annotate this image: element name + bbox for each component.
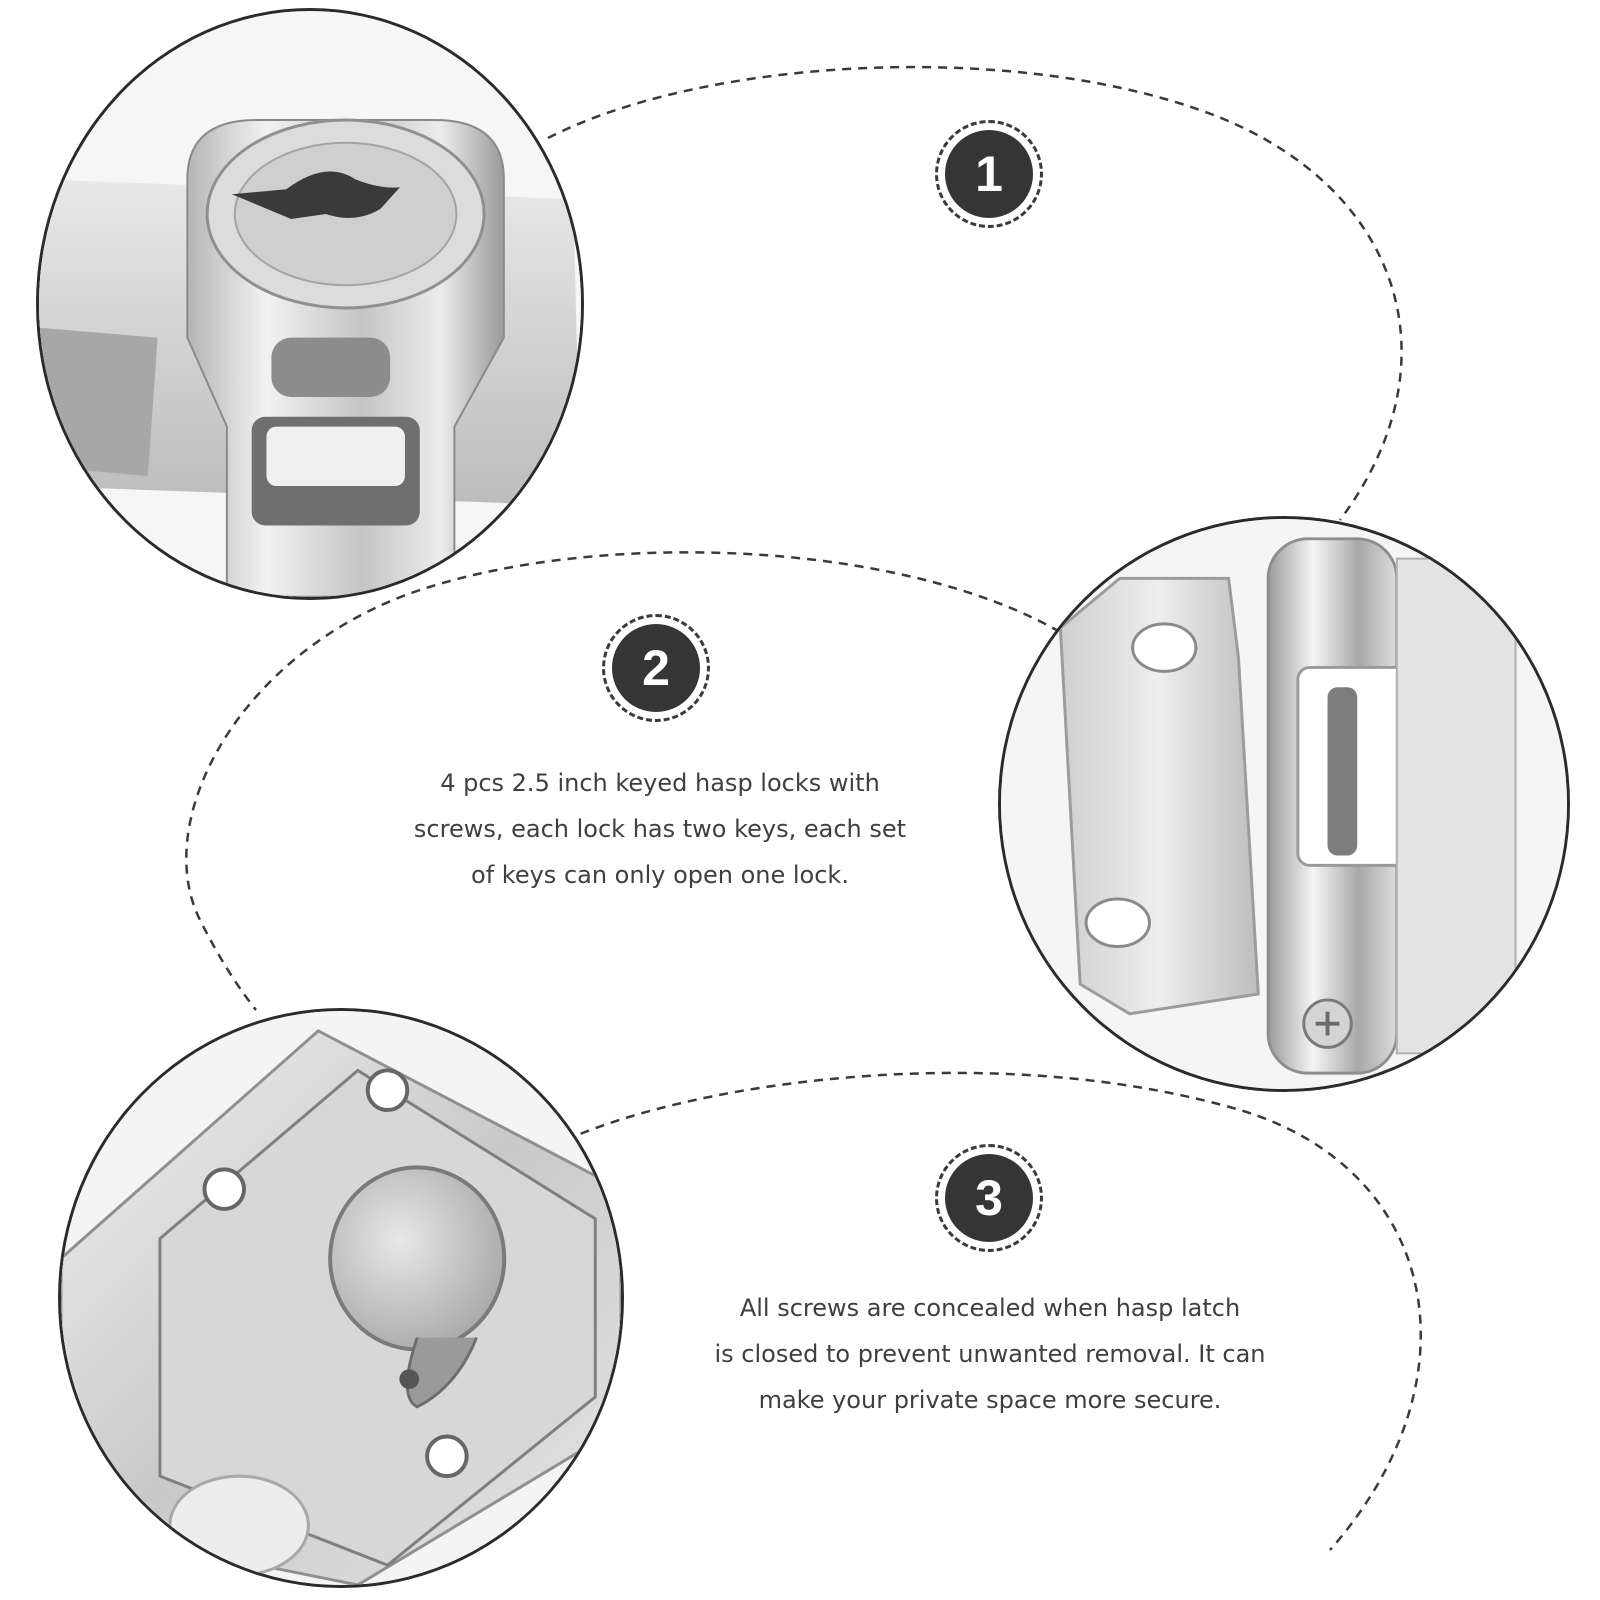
feature-2-line-2: screws, each lock has two keys, each set: [413, 815, 907, 843]
step-badge-2: 2: [602, 614, 710, 722]
feature-3-line-2: is closed to prevent unwanted removal. I…: [714, 1340, 1266, 1368]
photo-lock-body-back: [58, 1008, 624, 1588]
photo-hinge-plate: [998, 516, 1570, 1092]
key-cylinder-illustration: [39, 11, 581, 597]
dashed-curve-1: [547, 65, 1403, 521]
step-badge-3: 3: [935, 1144, 1043, 1252]
feature-3-line-3: make your private space more secure.: [758, 1386, 1222, 1414]
feature-3-description: All screws are concealed when hasp latch…: [620, 1285, 1360, 1423]
step-number-2: 2: [612, 624, 700, 712]
step-badge-1: 1: [935, 120, 1043, 228]
feature-3-line-1: All screws are concealed when hasp latch: [739, 1294, 1241, 1322]
lock-body-illustration: [61, 1011, 621, 1585]
hinge-plate-illustration: [1001, 519, 1567, 1089]
feature-2-line-3: of keys can only open one lock.: [471, 861, 849, 889]
photo-key-cylinder: [36, 8, 584, 600]
dashed-curve-3: [565, 1071, 1422, 1551]
feature-2-line-1: 4 pcs 2.5 inch keyed hasp locks with: [440, 769, 880, 797]
feature-2-description: 4 pcs 2.5 inch keyed hasp locks with scr…: [320, 760, 1000, 898]
step-number-3: 3: [945, 1154, 1033, 1242]
step-number-1: 1: [945, 130, 1033, 218]
dashed-curve-2: [185, 551, 1061, 1011]
